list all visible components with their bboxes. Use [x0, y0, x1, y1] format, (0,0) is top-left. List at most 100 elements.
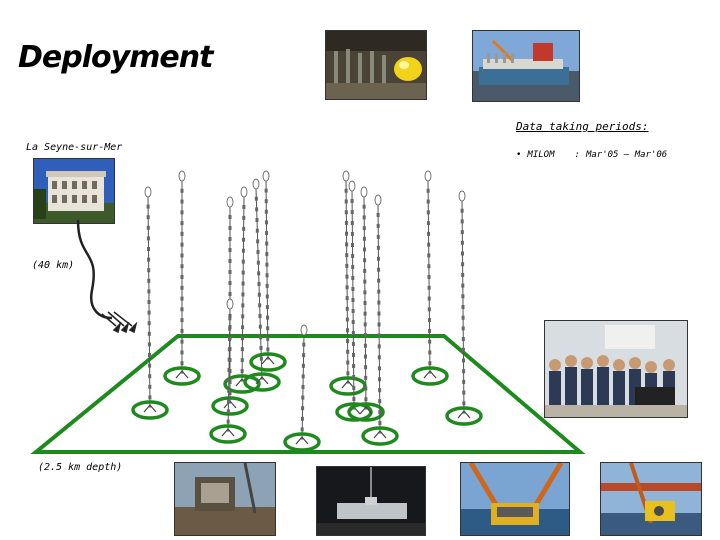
control-room-photo — [544, 320, 688, 418]
storey-mark — [241, 325, 244, 329]
storey-mark — [427, 232, 430, 236]
storey-mark — [427, 200, 430, 204]
storey-mark — [462, 305, 465, 309]
storey-mark — [351, 199, 354, 203]
storey-mark — [255, 207, 258, 211]
control-room-photo-icon — [545, 321, 687, 417]
buoy-icon — [253, 179, 259, 189]
storey-mark — [378, 410, 381, 414]
storey-mark — [148, 332, 151, 336]
storey-mark — [352, 397, 355, 401]
storey-mark — [181, 189, 184, 193]
storey-mark — [351, 265, 354, 269]
storey-mark — [147, 226, 150, 230]
storey-mark — [345, 253, 348, 257]
storey-mark — [364, 301, 367, 305]
storey-mark — [377, 312, 380, 316]
detector-line — [133, 187, 167, 418]
storey-mark — [351, 243, 354, 247]
storey-mark — [147, 279, 150, 283]
storey-mark — [148, 374, 151, 378]
storey-mark — [265, 231, 268, 235]
storey-mark — [228, 358, 231, 362]
storey-mark — [229, 292, 232, 296]
storey-mark — [227, 399, 230, 403]
storey-mark — [266, 326, 269, 330]
buoy-icon — [263, 171, 269, 181]
storey-mark — [427, 189, 430, 193]
storey-mark — [363, 226, 366, 230]
storey-mark — [229, 259, 232, 263]
storey-mark — [181, 264, 184, 268]
storey-mark — [345, 221, 348, 225]
storey-mark — [428, 297, 431, 301]
storey-mark — [377, 246, 380, 250]
deck-photo-icon — [175, 463, 275, 535]
storey-mark — [302, 343, 305, 347]
storey-mark — [241, 336, 244, 340]
storey-mark — [364, 365, 367, 369]
storey-mark — [242, 205, 245, 209]
ship-crane-photo-icon — [601, 463, 701, 535]
storey-mark — [378, 421, 381, 425]
storey-mark — [265, 263, 268, 267]
storey-mark — [266, 337, 269, 341]
storey-mark — [462, 380, 465, 384]
storey-mark — [428, 318, 431, 322]
storey-mark — [345, 242, 348, 246]
storey-mark — [377, 224, 380, 228]
storey-mark — [302, 353, 305, 357]
storey-mark — [260, 357, 263, 361]
storey-mark — [181, 232, 184, 236]
storey-mark — [377, 279, 380, 283]
storey-mark — [257, 250, 260, 254]
rov-photo — [460, 462, 570, 536]
storey-mark — [266, 284, 269, 288]
buoy-icon — [179, 171, 185, 181]
storey-mark — [346, 350, 349, 354]
storey-mark — [377, 301, 380, 305]
storey-mark — [351, 221, 354, 225]
storey-mark — [265, 210, 268, 214]
storey-mark — [427, 210, 430, 214]
storey-mark — [228, 347, 231, 351]
storey-mark — [181, 329, 184, 333]
storey-mark — [363, 248, 366, 252]
storey-mark — [181, 297, 184, 301]
storey-mark — [364, 355, 367, 359]
storey-mark — [181, 286, 184, 290]
storey-mark — [147, 247, 150, 251]
night-deployment-photo-icon — [317, 467, 425, 535]
storey-mark — [229, 237, 232, 241]
storey-mark — [259, 314, 262, 318]
storey-mark — [266, 273, 269, 277]
storey-mark — [301, 406, 304, 410]
storey-mark — [364, 397, 367, 401]
storey-mark — [228, 337, 231, 341]
storey-mark — [363, 269, 366, 273]
storey-mark — [378, 344, 381, 348]
storey-mark — [181, 275, 184, 279]
storey-mark — [257, 261, 260, 265]
storey-mark — [258, 282, 261, 286]
storey-mark — [345, 232, 348, 236]
storey-mark — [364, 387, 367, 391]
storey-mark — [345, 264, 348, 268]
rov-photo-icon — [461, 463, 569, 535]
detector-line — [413, 171, 447, 384]
storey-mark — [258, 293, 261, 297]
storey-mark — [241, 369, 244, 373]
storey-mark — [228, 368, 231, 372]
storey-mark — [346, 296, 349, 300]
storey-mark — [241, 347, 244, 351]
storey-mark — [181, 340, 184, 344]
buoy-icon — [349, 181, 355, 191]
storey-mark — [427, 243, 430, 247]
storey-mark — [364, 344, 367, 348]
detector-line — [285, 325, 319, 450]
storey-mark — [428, 340, 431, 344]
storey-mark — [256, 229, 259, 233]
storey-mark — [428, 286, 431, 290]
storey-mark — [378, 366, 381, 370]
